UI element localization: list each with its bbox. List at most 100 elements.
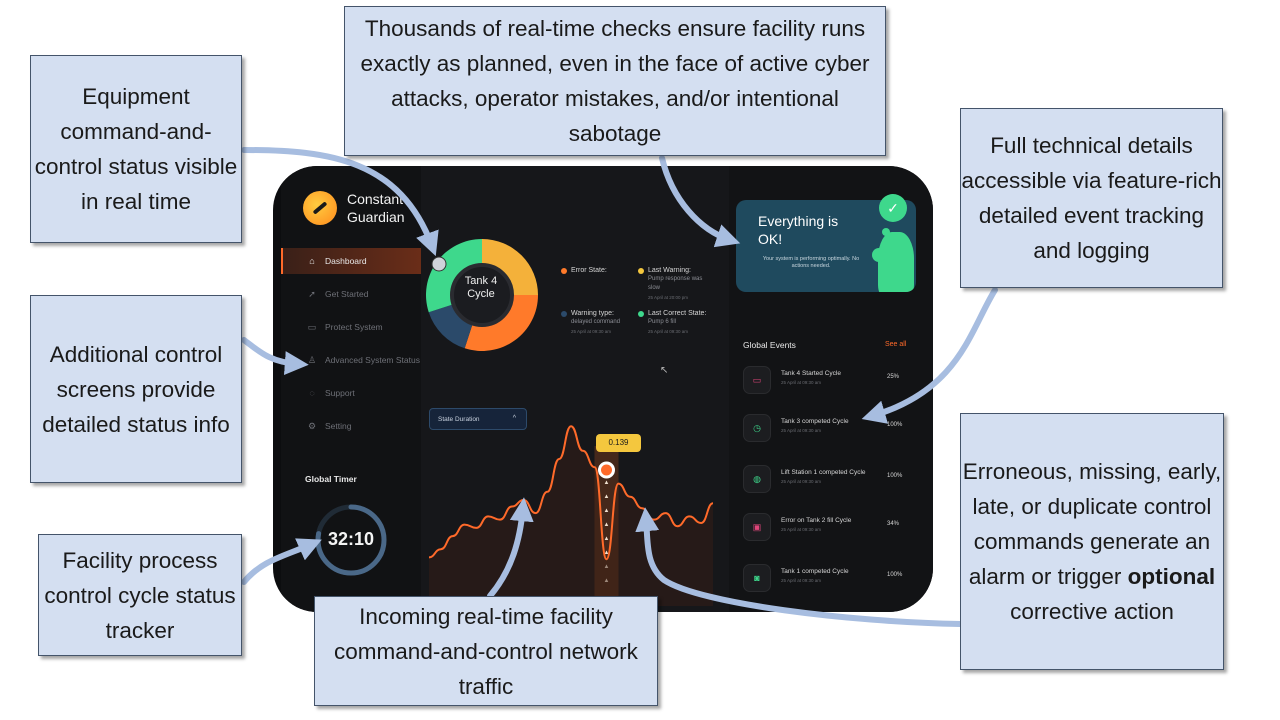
event-item[interactable]: ▭ Tank 4 Started Cycle 25 April at 09:30…: [743, 362, 913, 398]
global-timer-title: Global Timer: [305, 474, 357, 484]
user-icon: ♙: [307, 354, 317, 365]
legend-dot: [638, 268, 644, 274]
callout-equipment-status: Equipment command-and-control status vis…: [30, 55, 242, 243]
callout-cycle-tracker: Facility process control cycle status tr…: [38, 534, 242, 656]
legend-dot: [561, 311, 567, 317]
callout-erroneous-commands: Erroneous, missing, early, late, or dupl…: [960, 413, 1224, 670]
apple-icon: ◍: [743, 465, 771, 493]
callout-technical-details: Full technical details accessible via fe…: [960, 108, 1223, 288]
chart-band-marker: ▲: [604, 522, 610, 528]
device-frame: Constant Guardian ⌂ Dashboard ➚ Get Star…: [273, 166, 933, 612]
chart-band-marker: ▲: [604, 536, 610, 542]
event-item[interactable]: ▣ Error on Tank 2 fill Cycle 25 April at…: [743, 509, 913, 545]
sidebar-item-advanced-system-status[interactable]: ♙ Advanced System Status: [281, 347, 421, 373]
state-duration-dropdown[interactable]: State Duration ^: [429, 408, 527, 430]
event-time: 25 April at 09:30 am: [781, 578, 822, 583]
event-time: 25 April at 09:30 am: [781, 428, 822, 433]
chart-band-marker: ▲: [604, 480, 610, 486]
ok-title-line2: OK!: [758, 231, 783, 247]
traffic-line-chart: ▲ ▲ ▲ ▲ ▲ ▲ ▲ ▲: [428, 425, 714, 606]
event-item[interactable]: ◷ Tank 3 competed Cycle 25 April at 09:3…: [743, 410, 913, 446]
legend-time: 25 April at 09:30 am: [571, 329, 612, 334]
event-title: Lift Station 1 competed Cycle: [781, 469, 866, 476]
donut-segment: [482, 239, 538, 295]
checkmark-icon: ✓: [879, 194, 907, 222]
chart-series-line: [428, 425, 714, 561]
sidebar-item-protect-system[interactable]: ▭ Protect System: [281, 314, 421, 340]
erroneous-text-post: corrective action: [1010, 599, 1174, 624]
state-duration-label: State Duration: [438, 415, 480, 423]
decor-blob: [872, 248, 886, 262]
event-item[interactable]: ◙ Tank 1 competed Cycle 25 April at 09:3…: [743, 560, 913, 596]
gear-icon: ⚙: [307, 420, 317, 431]
event-percent: 34%: [887, 521, 900, 527]
sidebar-item-label: Dashboard: [325, 256, 367, 266]
sidebar-item-setting[interactable]: ⚙ Setting: [281, 413, 421, 439]
sidebar-item-label: Protect System: [325, 322, 383, 332]
sidebar-item-support[interactable]: ◌ Support: [281, 380, 421, 406]
timer-icon: ◷: [743, 414, 771, 442]
sidebar-item-dashboard[interactable]: ⌂ Dashboard: [281, 248, 421, 274]
callout-additional-screens: Additional control screens provide detai…: [30, 295, 242, 483]
legend-warning-type: Warning type: delayed command 25 April a…: [561, 309, 637, 336]
event-title: Tank 4 Started Cycle: [781, 370, 841, 377]
event-time: 25 April at 09:30 am: [781, 527, 822, 532]
chart-tooltip: 0.139: [596, 434, 641, 452]
mouse-cursor-icon: ↖: [660, 365, 669, 376]
sidebar-item-get-started[interactable]: ➚ Get Started: [281, 281, 421, 307]
decor-blob: [878, 232, 914, 292]
ok-subtitle: Your system is performing optimally. No …: [762, 256, 860, 269]
legend-last-warning: Last Warning: Pump response was slow 25 …: [638, 266, 712, 302]
legend-title: Last Warning:: [648, 267, 691, 274]
decor-blob: [882, 228, 890, 236]
legend-time: 25 April at 09:30 am: [648, 329, 689, 334]
event-percent: 100%: [887, 422, 903, 428]
legend-title: Warning type:: [571, 310, 614, 317]
global-timer-value: 32:10: [327, 529, 375, 549]
chevron-up-icon: ^: [512, 415, 516, 422]
camera-icon: ▭: [743, 366, 771, 394]
event-percent: 25%: [887, 374, 900, 380]
chart-highlight-point: [598, 461, 615, 479]
sidebar-nav: ⌂ Dashboard ➚ Get Started ▭ Protect Syst…: [281, 248, 421, 446]
donut-label-line2: Cycle: [467, 288, 495, 300]
camera-icon: ◙: [743, 564, 771, 592]
brand: Constant Guardian: [303, 190, 405, 226]
chart-band-marker: ▲: [604, 578, 610, 584]
event-title: Tank 1 competed Cycle: [781, 568, 849, 575]
event-title: Tank 3 competed Cycle: [781, 418, 849, 425]
legend-title: Error State:: [571, 267, 607, 274]
chart-band-marker: ▲: [604, 550, 610, 556]
chat-icon: ◌: [309, 388, 315, 398]
brand-name-line1: Constant: [347, 191, 404, 207]
chart-band-marker: ▲: [604, 564, 610, 570]
sidebar-item-label: Setting: [325, 421, 352, 431]
donut-hole: [450, 263, 514, 327]
callout-realtime-checks: Thousands of real-time checks ensure fac…: [344, 6, 886, 156]
legend-sub: delayed command: [571, 319, 621, 325]
tank-cycle-donut: [426, 239, 538, 351]
event-item[interactable]: ◍ Lift Station 1 competed Cycle 25 April…: [743, 461, 913, 497]
event-title: Error on Tank 2 fill Cycle: [781, 517, 852, 524]
legend-sub: Pump 6 fill: [648, 319, 677, 325]
chart-band-marker: ▲: [604, 494, 610, 500]
erroneous-text-pre: Erroneous, missing, early, late, or dupl…: [962, 459, 1222, 589]
event-time: 25 April at 09:30 am: [781, 380, 822, 385]
donut-label-line1: Tank 4: [464, 275, 498, 287]
book-icon: ▣: [743, 513, 771, 541]
ok-title-line1: Everything is: [758, 213, 839, 229]
donut-segment: [426, 239, 482, 313]
sidebar-item-label: Get Started: [325, 289, 369, 299]
donut-segment: [428, 304, 473, 349]
see-all-link[interactable]: See all: [885, 341, 907, 348]
legend-last-correct-state: Last Correct State: Pump 6 fill 25 April…: [638, 309, 720, 336]
legend-sub: Pump response was slow: [648, 276, 703, 291]
chart-band-marker: ▲: [604, 508, 610, 514]
brand-name-line2: Guardian: [347, 209, 405, 225]
legend-time: 25 April at 20:00 pm: [648, 295, 689, 300]
global-events-title: Global Events: [743, 340, 796, 350]
donut-segment: [464, 295, 538, 351]
donut-label: Tank 4 Cycle: [451, 275, 511, 301]
legend-dot: [561, 268, 567, 274]
shield-icon: ▭: [307, 321, 317, 332]
